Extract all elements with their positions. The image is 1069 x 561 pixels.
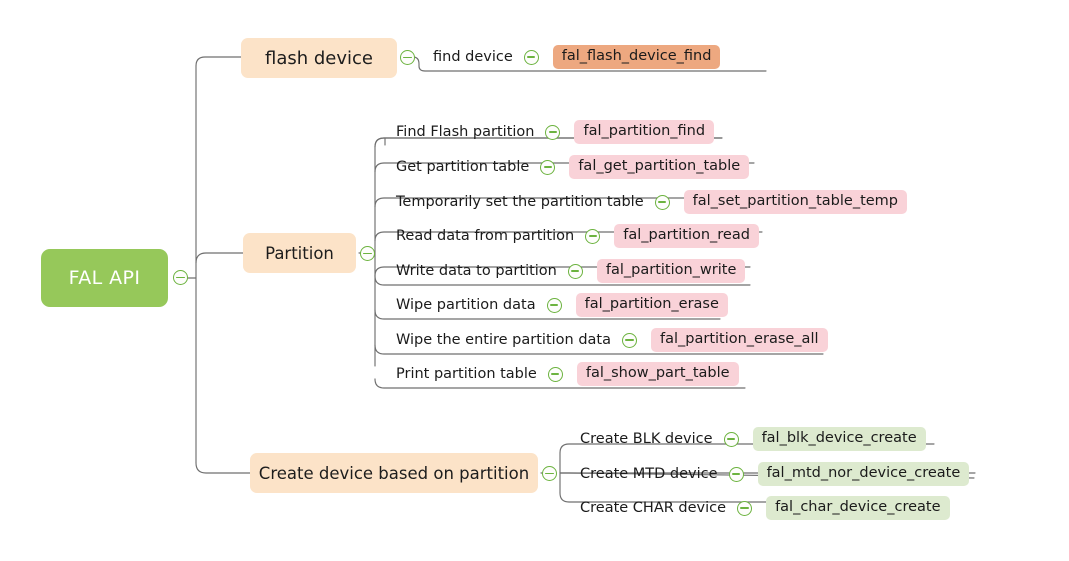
api-badge-fal-char-device-create[interactable]: fal_char_device_create	[766, 495, 950, 521]
leaf-collapse-toggle-icon[interactable]	[585, 228, 601, 244]
leaf-collapse-toggle-icon[interactable]	[737, 500, 753, 516]
leaf-row-read-data-from-partition[interactable]: Read data from partition fal_partition_r…	[396, 221, 759, 251]
leaf-row-temporarily-set-the-partition-table[interactable]: Temporarily set the partition table fal_…	[396, 187, 908, 217]
api-badge-fal-partition-erase-all[interactable]: fal_partition_erase_all	[651, 327, 828, 353]
leaf-collapse-toggle-icon[interactable]	[545, 124, 561, 140]
api-badge-fal-get-partition-table[interactable]: fal_get_partition_table	[569, 154, 750, 180]
branch-flash-device-collapse-toggle-icon[interactable]	[400, 50, 415, 65]
leaf-row-wipe-partition-data[interactable]: Wipe partition data fal_partition_erase	[396, 290, 728, 320]
api-badge-fal-partition-erase[interactable]: fal_partition_erase	[575, 292, 728, 318]
leaf-label: Create MTD device	[580, 465, 718, 482]
branch-node-flash-device[interactable]: flash device	[241, 38, 397, 78]
branch-create-device-collapse-toggle-icon[interactable]	[542, 466, 557, 481]
leaf-row-print-partition-table[interactable]: Print partition table fal_show_part_tabl…	[396, 359, 739, 389]
leaf-collapse-toggle-icon[interactable]	[622, 332, 637, 348]
root-node-fal-api[interactable]: FAL API	[41, 249, 168, 307]
api-badge-fal-show-part-table[interactable]: fal_show_part_table	[576, 361, 739, 387]
api-badge-fal-flash-device-find[interactable]: fal_flash_device_find	[552, 44, 721, 70]
leaf-label: Create BLK device	[580, 430, 713, 447]
leaf-label: find device	[433, 48, 513, 65]
leaf-collapse-toggle-icon[interactable]	[728, 466, 744, 482]
leaf-row-create-mtd-device[interactable]: Create MTD device fal_mtd_nor_device_cre…	[580, 459, 970, 489]
leaf-collapse-toggle-icon[interactable]	[723, 431, 739, 447]
leaf-label: Create CHAR device	[580, 499, 727, 516]
branch-node-label: flash device	[265, 47, 373, 69]
leaf-collapse-toggle-icon[interactable]	[654, 194, 670, 210]
root-node-label: FAL API	[68, 267, 141, 289]
branch-node-create-device-based-on-partition[interactable]: Create device based on partition	[250, 453, 538, 493]
leaf-row-find-flash-partition[interactable]: Find Flash partition fal_partition_find	[396, 117, 715, 147]
api-badge-fal-partition-write[interactable]: fal_partition_write	[596, 258, 746, 284]
leaf-collapse-toggle-icon[interactable]	[547, 366, 563, 382]
leaf-label: Get partition table	[396, 158, 530, 175]
leaf-row-create-char-device[interactable]: Create CHAR device fal_char_device_creat…	[580, 493, 950, 523]
leaf-collapse-toggle-icon[interactable]	[523, 49, 539, 65]
branch-node-label: Create device based on partition	[258, 463, 530, 483]
leaf-label: Find Flash partition	[396, 123, 535, 140]
leaf-label: Write data to partition	[396, 262, 557, 279]
branch-node-label: Partition	[265, 243, 334, 263]
api-badge-fal-set-partition-table-temp[interactable]: fal_set_partition_table_temp	[683, 189, 908, 215]
leaf-row-wipe-the-entire-partition-data[interactable]: Wipe the entire partition data fal_parti…	[396, 325, 828, 355]
leaf-collapse-toggle-icon[interactable]	[540, 159, 556, 175]
leaf-label: Read data from partition	[396, 227, 575, 244]
leaf-row-get-partition-table[interactable]: Get partition table fal_get_partition_ta…	[396, 152, 750, 182]
leaf-row-create-blk-device[interactable]: Create BLK device fal_blk_device_create	[580, 424, 926, 454]
leaf-collapse-toggle-icon[interactable]	[567, 263, 583, 279]
api-badge-fal-partition-read[interactable]: fal_partition_read	[614, 223, 759, 249]
leaf-label: Print partition table	[396, 365, 537, 382]
leaf-label: Wipe partition data	[396, 296, 536, 313]
api-badge-fal-mtd-nor-device-create[interactable]: fal_mtd_nor_device_create	[757, 461, 970, 487]
leaf-label: Wipe the entire partition data	[396, 331, 611, 348]
branch-partition-collapse-toggle-icon[interactable]	[360, 246, 375, 261]
api-badge-fal-blk-device-create[interactable]: fal_blk_device_create	[752, 426, 926, 452]
leaf-label: Temporarily set the partition table	[396, 193, 644, 210]
leaf-row-write-data-to-partition[interactable]: Write data to partition fal_partition_wr…	[396, 256, 746, 286]
api-badge-fal-partition-find[interactable]: fal_partition_find	[574, 119, 715, 145]
root-collapse-toggle-icon[interactable]	[173, 270, 188, 285]
branch-node-partition[interactable]: Partition	[243, 233, 356, 273]
leaf-row-find-device[interactable]: find device fal_flash_device_find	[433, 42, 721, 72]
leaf-collapse-toggle-icon[interactable]	[546, 297, 562, 313]
